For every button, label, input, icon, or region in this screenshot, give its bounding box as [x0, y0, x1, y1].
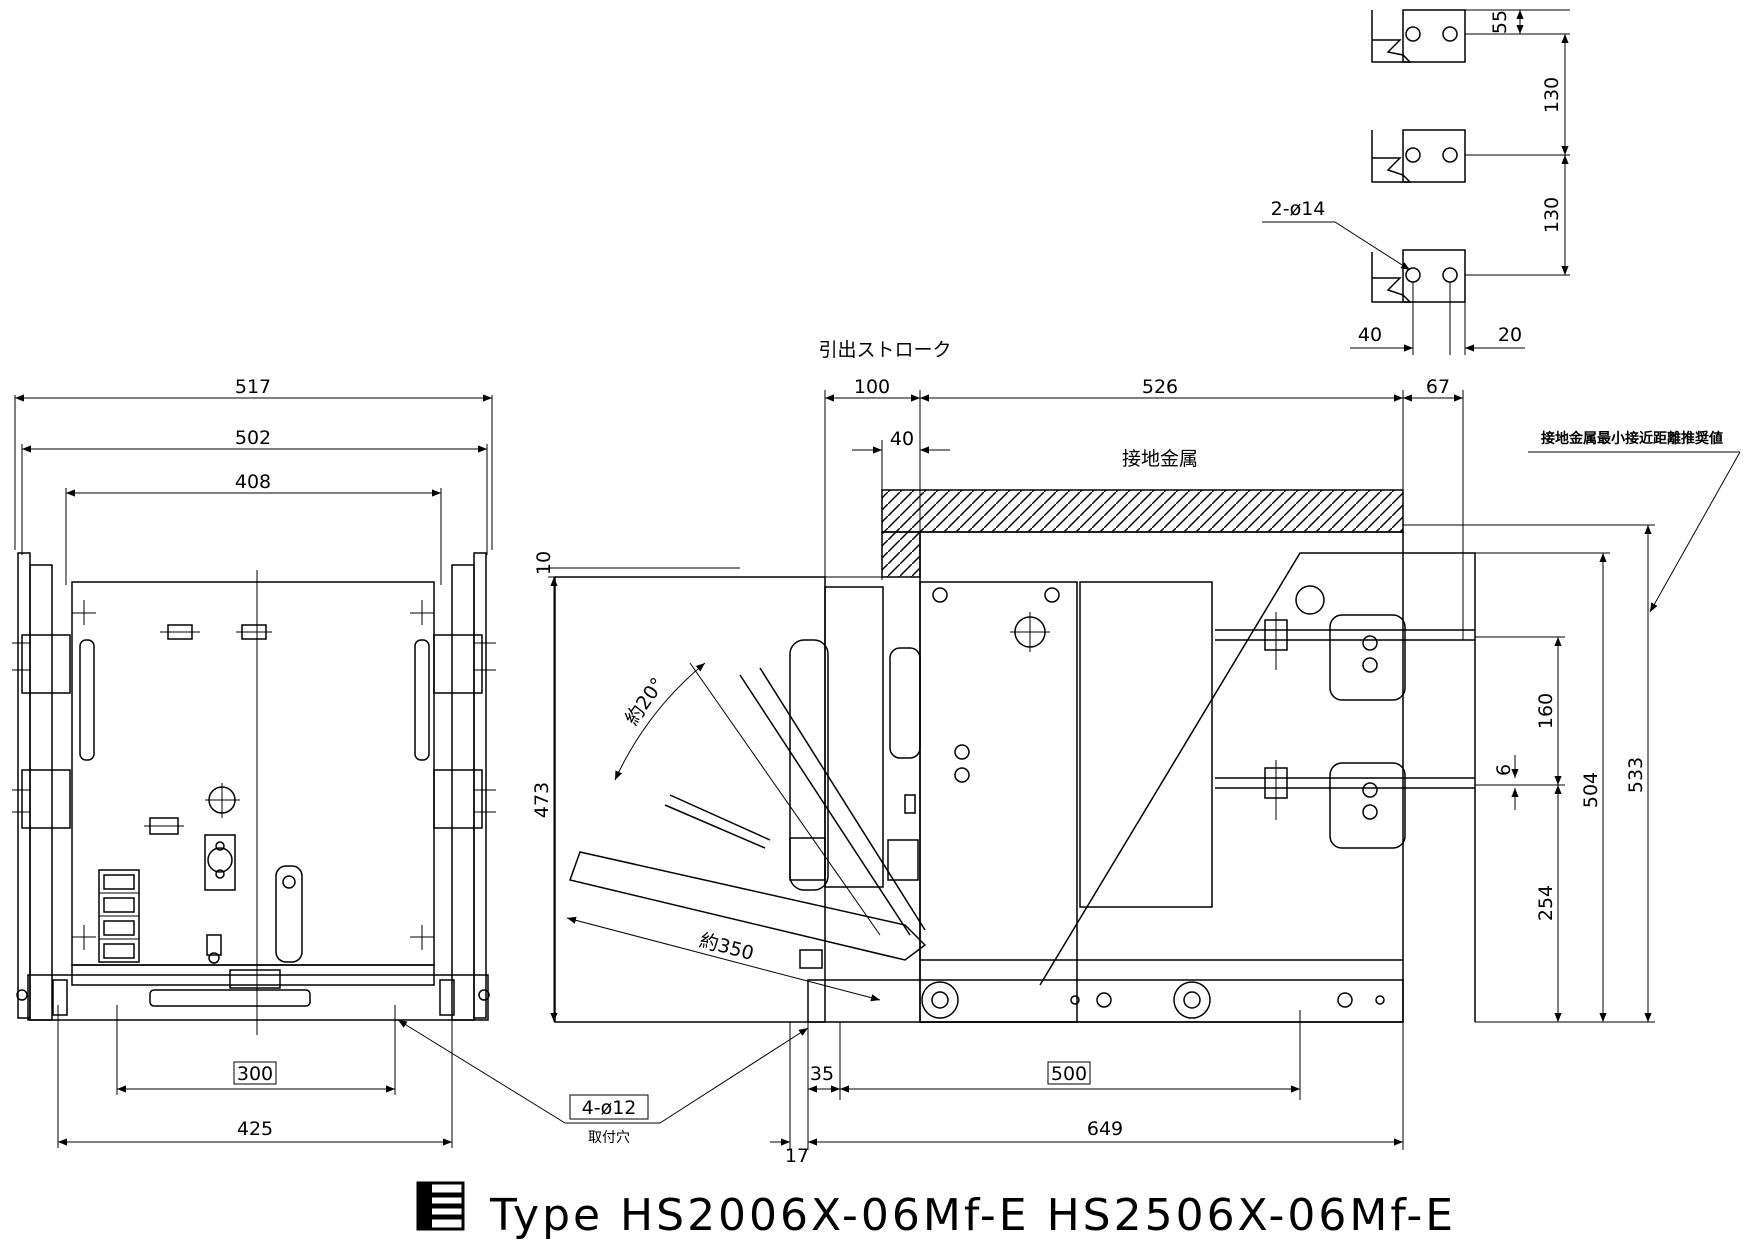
dim-408-text: 408: [235, 471, 271, 493]
dim-terminal-55: 55: [1489, 10, 1524, 34]
dim-649-text: 649: [1087, 1118, 1123, 1140]
right-inner-rail: [451, 564, 475, 1021]
dim-160-text: 160: [1535, 693, 1557, 729]
body-mid-panel: [1079, 581, 1213, 908]
dim-pitch-500: 500: [840, 1061, 1300, 1093]
dim-offset-17: 17: [770, 1138, 809, 1167]
dim-stroke-100: 100: [825, 376, 920, 402]
ground-metal-label: 接地金属: [1122, 448, 1198, 470]
terminal-detail: 55 130 130 2-ø14 40 20: [1262, 9, 1570, 355]
angle-20-text: 約20°: [621, 674, 669, 730]
dim-mount-pitch: 300: [116, 1005, 396, 1095]
dim-10-text: 10: [533, 551, 555, 575]
dim-6-text: 6: [1493, 764, 1515, 776]
dim-35-text: 35: [810, 1063, 834, 1085]
terminal-middle: [1371, 129, 1466, 183]
terminal-bottom: [1371, 249, 1466, 303]
dim-100-text: 100: [854, 376, 890, 398]
dim-t40-text: 40: [1358, 324, 1382, 346]
dim-radius-350: 約350: [566, 916, 881, 1002]
side-view: 引出ストローク 100 526 67 40 接地金属 接地金属最小接近距離推: [531, 339, 1741, 1167]
dim-500-text: 500: [1051, 1063, 1087, 1085]
dim-thick-6: 6: [1493, 755, 1519, 810]
dim-height-533: 533: [1625, 525, 1652, 1022]
stroke-label: 引出ストローク: [818, 339, 951, 361]
dim-t20-text: 20: [1498, 324, 1522, 346]
dim-17-text: 17: [785, 1145, 809, 1167]
hole-callout: 2-ø14: [1262, 198, 1411, 271]
dim-terminal-130a: 130: [1541, 34, 1569, 155]
dim-517-text: 517: [235, 376, 271, 398]
front-base: [27, 974, 489, 1021]
title-block: Type HS2006X-06Mf-E HS2506X-06Mf-E: [416, 1181, 1456, 1240]
dim-40-text: 40: [890, 428, 914, 450]
rail-clamps: [12, 634, 496, 829]
dim-67-text: 67: [1426, 376, 1450, 398]
fuji-e-logo-icon: [416, 1181, 465, 1231]
terminal-top: [1371, 9, 1466, 63]
dim-height-504: 504: [1580, 553, 1607, 1022]
dim-130b-text: 130: [1541, 197, 1563, 233]
hole-2-14-text: 2-ø14: [1271, 198, 1326, 220]
body-left-panel: [919, 581, 1078, 1023]
side-details: [789, 585, 1325, 969]
side-base: [807, 979, 1404, 1023]
base-bolts: [16, 979, 490, 1016]
right-outer-rail: [473, 552, 487, 1019]
front-view: 517 502 408: [12, 376, 809, 1148]
terminals: [1215, 612, 1475, 849]
left-handle: [79, 639, 95, 761]
dim-473-text: 473: [531, 782, 553, 818]
handle-lever: [569, 662, 927, 961]
left-inner-rail: [29, 564, 53, 1021]
base-wheels: [921, 981, 1385, 1019]
dim-length-526: 526: [920, 376, 1403, 402]
drawn-out-outline: [554, 576, 826, 1023]
dim-55-text: 55: [1489, 10, 1511, 34]
dim-502-text: 502: [235, 427, 271, 449]
mount-holes-label: 4-ø12: [582, 1097, 637, 1119]
dim-504-text: 504: [1580, 772, 1602, 808]
dim-frame-width: 502: [21, 427, 488, 555]
left-outer-rail: [17, 552, 31, 1019]
dim-terminal-20: 20: [1465, 324, 1525, 352]
mount-holes-caption: 取付穴: [588, 1130, 630, 1146]
dim-overall-width: 517: [14, 376, 493, 550]
dim-425-text: 425: [237, 1118, 273, 1140]
dim-angle-20: 約20°: [614, 662, 706, 781]
dim-mount-width: 425: [57, 1005, 453, 1148]
dim-height-254: 254: [1535, 785, 1562, 1022]
front-panel-details: [72, 600, 434, 964]
mount-holes-callout: 4-ø12 取付穴: [397, 1019, 809, 1146]
dim-length-649: 649: [808, 1118, 1403, 1146]
dim-130a-text: 130: [1541, 77, 1563, 113]
dim-offset-67: 67: [1403, 376, 1463, 402]
dim-pitch-160: 160: [1535, 637, 1562, 785]
dim-terminal-40: 40: [1350, 324, 1413, 352]
dim-526-text: 526: [1142, 376, 1178, 398]
right-handle: [414, 639, 430, 761]
type-title: Type HS2006X-06Mf-E HS2506X-06Mf-E: [489, 1190, 1456, 1240]
ground-metal-hatch: [881, 489, 1404, 533]
dim-inner-width: 408: [65, 471, 442, 585]
dim-offset-35: 35: [808, 1063, 840, 1093]
dim-533-text: 533: [1625, 757, 1647, 793]
dim-height-473: 473: [531, 577, 558, 1022]
dim-254-text: 254: [1535, 885, 1557, 921]
dim-terminal-130b: 130: [1541, 155, 1569, 275]
dim-gap-10: 10: [533, 551, 882, 578]
min-distance-label: 接地金属最小接近距離推奨値: [1541, 430, 1723, 447]
dim-300-text: 300: [237, 1063, 273, 1085]
